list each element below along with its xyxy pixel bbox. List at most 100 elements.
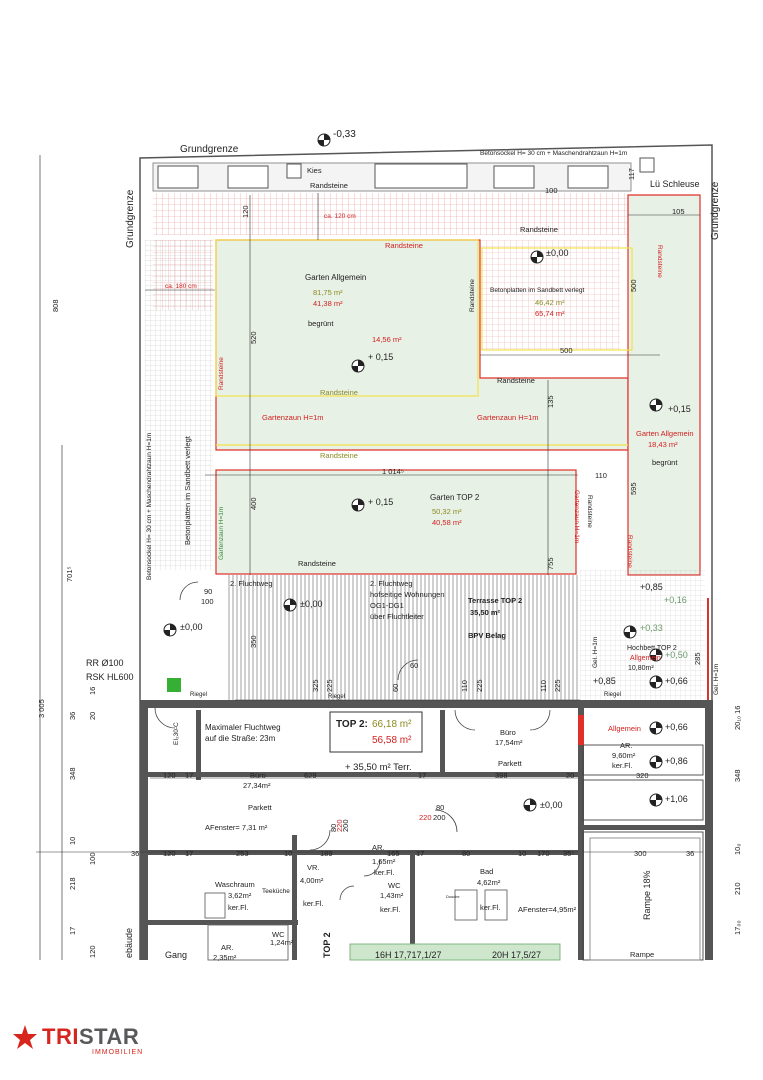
afenster1: AFenster= 7,31 m²	[205, 823, 268, 832]
randsteine-mid: Randsteine	[320, 388, 358, 397]
dim-100: 100	[545, 186, 558, 195]
randsteine-right-v: Randsteine	[656, 245, 663, 278]
paver-area-right	[480, 240, 620, 350]
gartenzaun-v: Gartenzaun H=1m	[218, 507, 225, 560]
wc2: WC	[272, 930, 285, 939]
dim-200a: 200	[341, 819, 350, 832]
dim-110b: 110	[460, 680, 469, 692]
randsteine-v2: Randsteine	[469, 279, 476, 312]
dim-20: 20	[566, 771, 574, 780]
waschraum-floor: ker.Fl.	[228, 903, 248, 912]
rsk: RSK HL600	[86, 672, 134, 682]
top2-small: TOP 2	[322, 932, 332, 958]
dimension-lines	[36, 193, 703, 853]
logo-star-icon	[13, 1025, 37, 1049]
grundgrenze-left: Grundgrenze	[125, 189, 136, 248]
dim-325: 325	[311, 679, 320, 692]
garten-allgemein: Garten Allgemein	[305, 273, 366, 282]
buero2: Büro	[250, 771, 266, 780]
fluchtweg-text3: OG1-DG1	[370, 601, 404, 610]
ar1-area: 9,60m²	[612, 751, 636, 760]
dim-285: 285	[693, 652, 702, 665]
area-1456: 14,56 m²	[372, 335, 402, 344]
vr-area: 4,00m²	[300, 876, 324, 885]
exit-sign-icon	[167, 678, 181, 692]
dim-17c: 17	[185, 849, 193, 858]
bad: Bad	[480, 867, 493, 876]
gray-paver-right	[580, 570, 705, 700]
dim-225a: 225	[325, 679, 334, 692]
elev-086: +0,86	[665, 756, 688, 766]
left-dim-16: 16	[88, 687, 97, 695]
area-4138: 41,38 m²	[313, 299, 343, 308]
gartenzaun2: Gartenzaun H=1m	[477, 413, 539, 422]
dim-10: 10	[284, 849, 292, 858]
area-5032: 50,32 m²	[432, 507, 462, 516]
riegel2: Riegel	[328, 694, 345, 700]
dim-7015: 701⁵	[65, 566, 74, 582]
gray-paver-left	[145, 240, 213, 570]
doors	[154, 581, 551, 901]
randsteine-v1: Randsteine	[218, 357, 225, 390]
ca120: ca. 120 cm	[324, 213, 356, 220]
left-dim-36: 36	[68, 712, 77, 720]
betonsockel-left: Betonsockel H= 30 cm + Maschendrahtzaun …	[146, 433, 153, 580]
right-dim-210: 210	[733, 882, 742, 895]
dim-17b: 17	[418, 771, 426, 780]
dim-120: 120	[241, 205, 250, 218]
riegel3: Riegel	[604, 692, 621, 698]
randsteine-right-top: Randsteine	[520, 225, 558, 234]
area-3550: 35,50 m²	[470, 608, 501, 617]
begruent1: begrünt	[308, 319, 334, 328]
right-dim-20: 20₁₀ 16	[733, 706, 742, 730]
area-4058: 40,58 m²	[432, 518, 462, 527]
randsteine-left-garden: Randsteine	[385, 241, 423, 250]
top2-title: TOP 2:	[336, 719, 368, 730]
fluchtweg-text4: über Fluchtleiter	[370, 612, 424, 621]
elev-00-top: ±0,00	[546, 248, 568, 258]
right-dim-348: 348	[733, 769, 742, 782]
rampe: Rampe 18%	[642, 870, 652, 920]
elev-085a: +0,85	[640, 582, 663, 592]
elev-066b: +0,66	[665, 722, 688, 732]
afenster2: AFenster=4,95m²	[518, 905, 577, 914]
vr: VR.	[307, 863, 320, 872]
ar1-floor: ker.Fl.	[612, 761, 632, 770]
dim-1014: 1 014⁵	[382, 467, 404, 476]
room-frames	[204, 711, 704, 961]
tristar-logo: TRISTAR IMMOBILIEN	[12, 1022, 162, 1062]
dim-300: 300	[634, 849, 647, 858]
grundgrenze-top: Grundgrenze	[180, 144, 239, 155]
dim-808: 808	[51, 299, 60, 312]
wc2-area: 1,24m²	[270, 938, 294, 947]
ar2-floor: ker.Fl.	[374, 868, 394, 877]
dim-595: 595	[629, 482, 638, 495]
left-dim-20: 20	[88, 712, 97, 720]
buero2-area: 27,34m²	[243, 781, 271, 790]
garden-areas	[215, 194, 701, 576]
betonplatten-left: Betonplatten im Sandbett verlegt	[183, 435, 192, 545]
dim-60: 60	[410, 661, 418, 670]
dim-500b: 500	[629, 279, 638, 292]
hochbett1: Hochbett TOP 2	[627, 645, 677, 652]
dim-17a: 17	[185, 771, 193, 780]
randsteine-r: Randsteine	[586, 495, 593, 528]
gang: Gang	[165, 950, 187, 960]
red-wall-marker	[578, 715, 584, 745]
dim-105: 105	[672, 207, 685, 216]
dim-36b: 36	[686, 849, 694, 858]
dim-189: 189	[320, 849, 333, 858]
logo-wordmark: TRISTAR	[42, 1024, 139, 1050]
top2-area2: 56,58 m²	[372, 735, 412, 746]
parkett2: Parkett	[248, 803, 273, 812]
dim-100b: 100	[201, 597, 214, 606]
top-strip	[152, 157, 655, 192]
dim-629: 629	[304, 771, 317, 780]
vr-floor: ker.Fl.	[303, 899, 323, 908]
dim-110c: 110	[539, 680, 548, 692]
gartenzaun1: Gartenzaun H=1m	[262, 413, 324, 422]
dim-165: 165	[387, 849, 400, 858]
elev-00-b: ±0,00	[540, 800, 562, 810]
left-dim-120: 120	[88, 945, 97, 958]
bpv: BPV Belag	[468, 631, 506, 640]
